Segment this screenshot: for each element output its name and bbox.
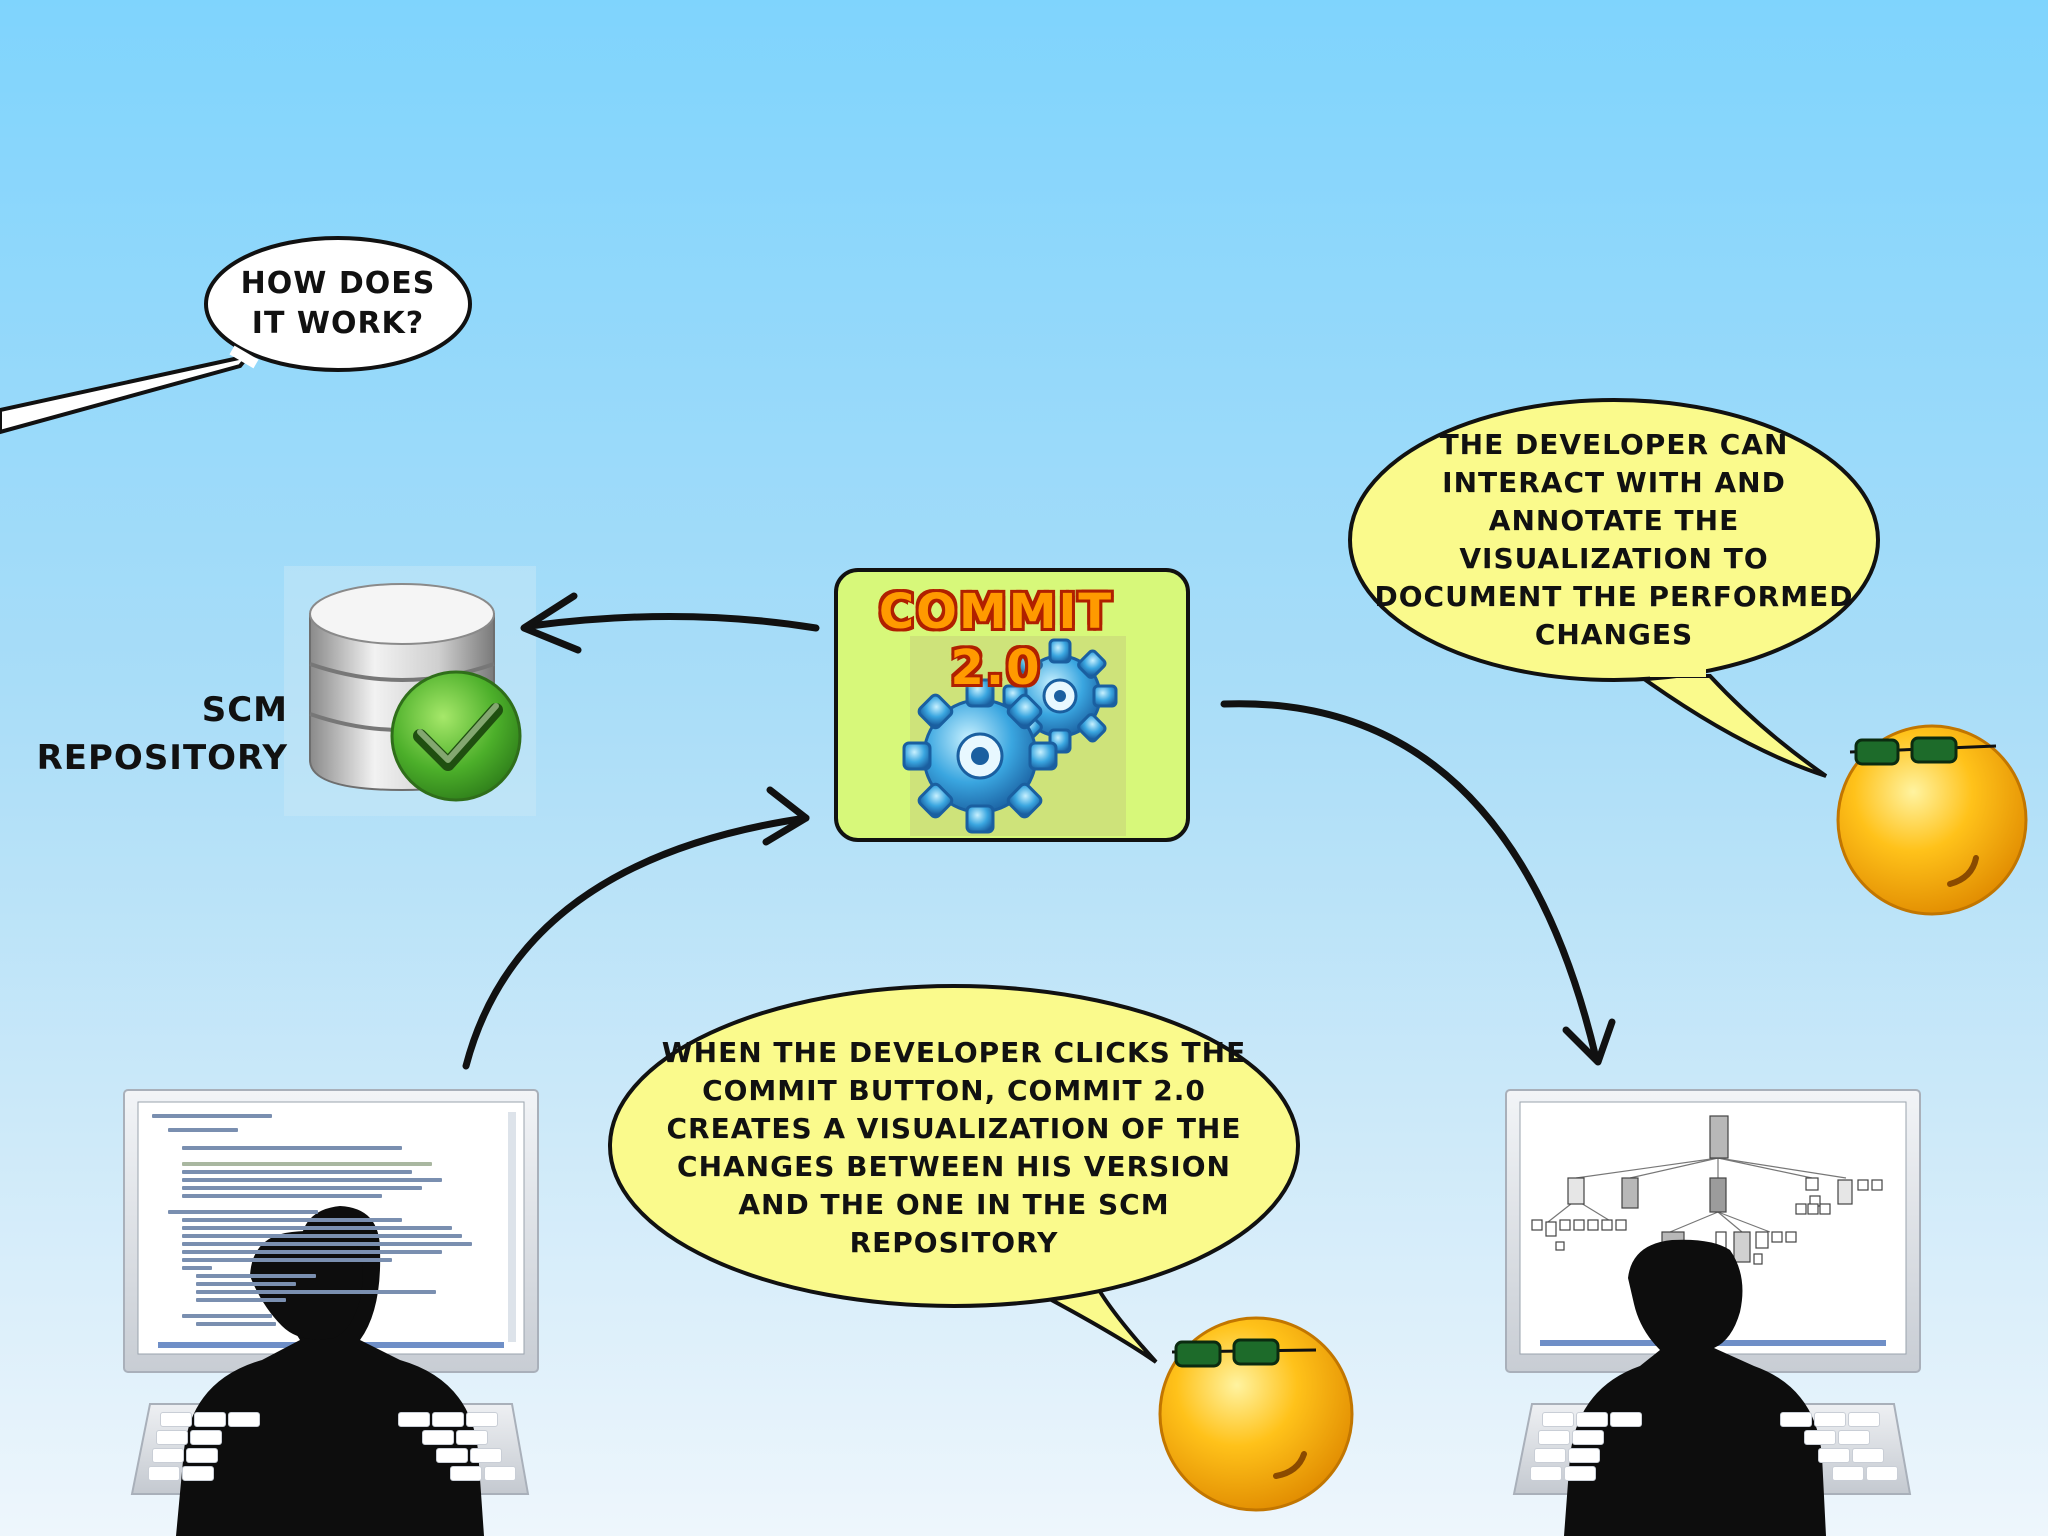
bubble-commit-click-text: WHEN THE DEVELOPER CLICKS THE COMMIT BUT…	[662, 1036, 1245, 1259]
commit-box-title: COMMIT 2.0	[878, 584, 1114, 696]
keyboard-keys-right	[1530, 1412, 1898, 1488]
developer-silhouette-icon-right	[1564, 1239, 1826, 1536]
repository-label-line1: SCM	[201, 690, 288, 730]
gears-icon	[902, 638, 1118, 834]
arrow-commit-to-visualization	[1220, 700, 1616, 1066]
smiley-sunglasses-icon	[1836, 724, 2028, 916]
checkmark-icon	[390, 670, 522, 802]
arrow-developer-to-commit	[462, 786, 810, 1070]
bubble-commit-click	[608, 984, 1300, 1364]
bubble-how-it-works-text: HOW DOES IT WORK?	[240, 266, 436, 341]
smiley-sunglasses-icon-bottom	[1158, 1316, 1354, 1512]
arrow-commit-to-repository	[520, 592, 820, 654]
bubble-how-it-works	[0, 236, 472, 435]
repository-label-line2: REPOSITORY	[36, 738, 288, 778]
tree-visualization	[1531, 1115, 1883, 1267]
developer-silhouette-icon	[176, 1206, 484, 1536]
keyboard-keys	[148, 1412, 516, 1488]
code-editor-screen	[142, 1106, 512, 1338]
bubble-annotate-text: THE DEVELOPER CAN INTERACT WITH AND ANNO…	[1374, 428, 1854, 651]
bubble-annotate	[1348, 398, 1880, 778]
